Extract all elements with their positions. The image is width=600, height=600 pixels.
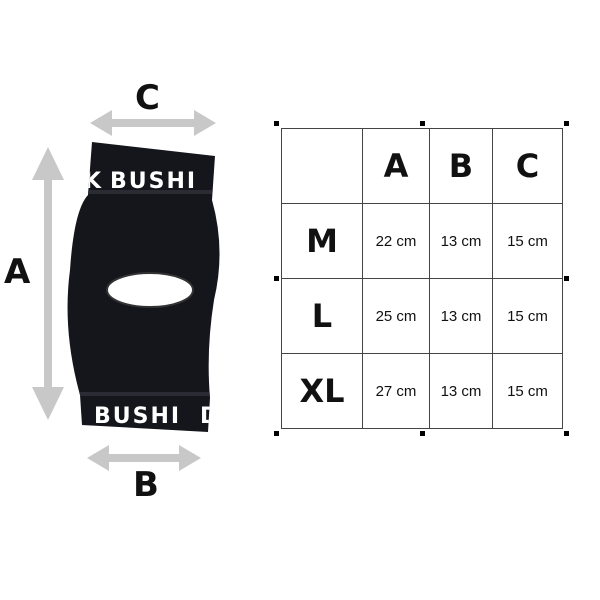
band-top-text: BUSHI bbox=[110, 169, 197, 194]
value-c: 15 cm bbox=[492, 203, 563, 279]
selection-handle[interactable] bbox=[564, 431, 569, 436]
header-c: C bbox=[492, 128, 563, 204]
table-row: XL 27 cm 13 cm 15 cm bbox=[281, 353, 563, 429]
value-c: 15 cm bbox=[492, 278, 563, 354]
selection-handle[interactable] bbox=[274, 276, 279, 281]
selection-handle[interactable] bbox=[420, 121, 425, 126]
selection-handle[interactable] bbox=[274, 431, 279, 436]
table-row: M 22 cm 13 cm 15 cm bbox=[281, 203, 563, 279]
table-header-row: A B C bbox=[281, 128, 563, 204]
value-a: 25 cm bbox=[362, 278, 430, 354]
size-table: A B C M 22 cm 13 cm 15 cm L 25 cm 13 cm … bbox=[281, 128, 563, 429]
selection-handle[interactable] bbox=[564, 121, 569, 126]
value-a: 22 cm bbox=[362, 203, 430, 279]
header-a: A bbox=[362, 128, 430, 204]
arrow-c bbox=[90, 110, 216, 136]
knee-hole bbox=[106, 272, 194, 308]
value-b: 13 cm bbox=[429, 278, 493, 354]
value-c: 15 cm bbox=[492, 353, 563, 429]
label-b: B bbox=[133, 465, 159, 505]
table-row: L 25 cm 13 cm 15 cm bbox=[281, 278, 563, 354]
size-label: M bbox=[281, 203, 363, 279]
svg-text:D: D bbox=[200, 404, 218, 429]
value-a: 27 cm bbox=[362, 353, 430, 429]
label-a: A bbox=[4, 252, 31, 292]
header-b: B bbox=[429, 128, 493, 204]
size-label: L bbox=[281, 278, 363, 354]
selection-handle[interactable] bbox=[420, 431, 425, 436]
svg-text:K: K bbox=[84, 169, 102, 194]
header-empty bbox=[281, 128, 363, 204]
size-label: XL bbox=[281, 353, 363, 429]
value-b: 13 cm bbox=[429, 203, 493, 279]
band-bottom-text: BUSHI bbox=[94, 404, 181, 429]
selection-handle[interactable] bbox=[274, 121, 279, 126]
arrow-a bbox=[32, 147, 64, 420]
value-b: 13 cm bbox=[429, 353, 493, 429]
label-c: C bbox=[135, 78, 160, 118]
arrow-b bbox=[87, 445, 201, 471]
selection-handle[interactable] bbox=[564, 276, 569, 281]
